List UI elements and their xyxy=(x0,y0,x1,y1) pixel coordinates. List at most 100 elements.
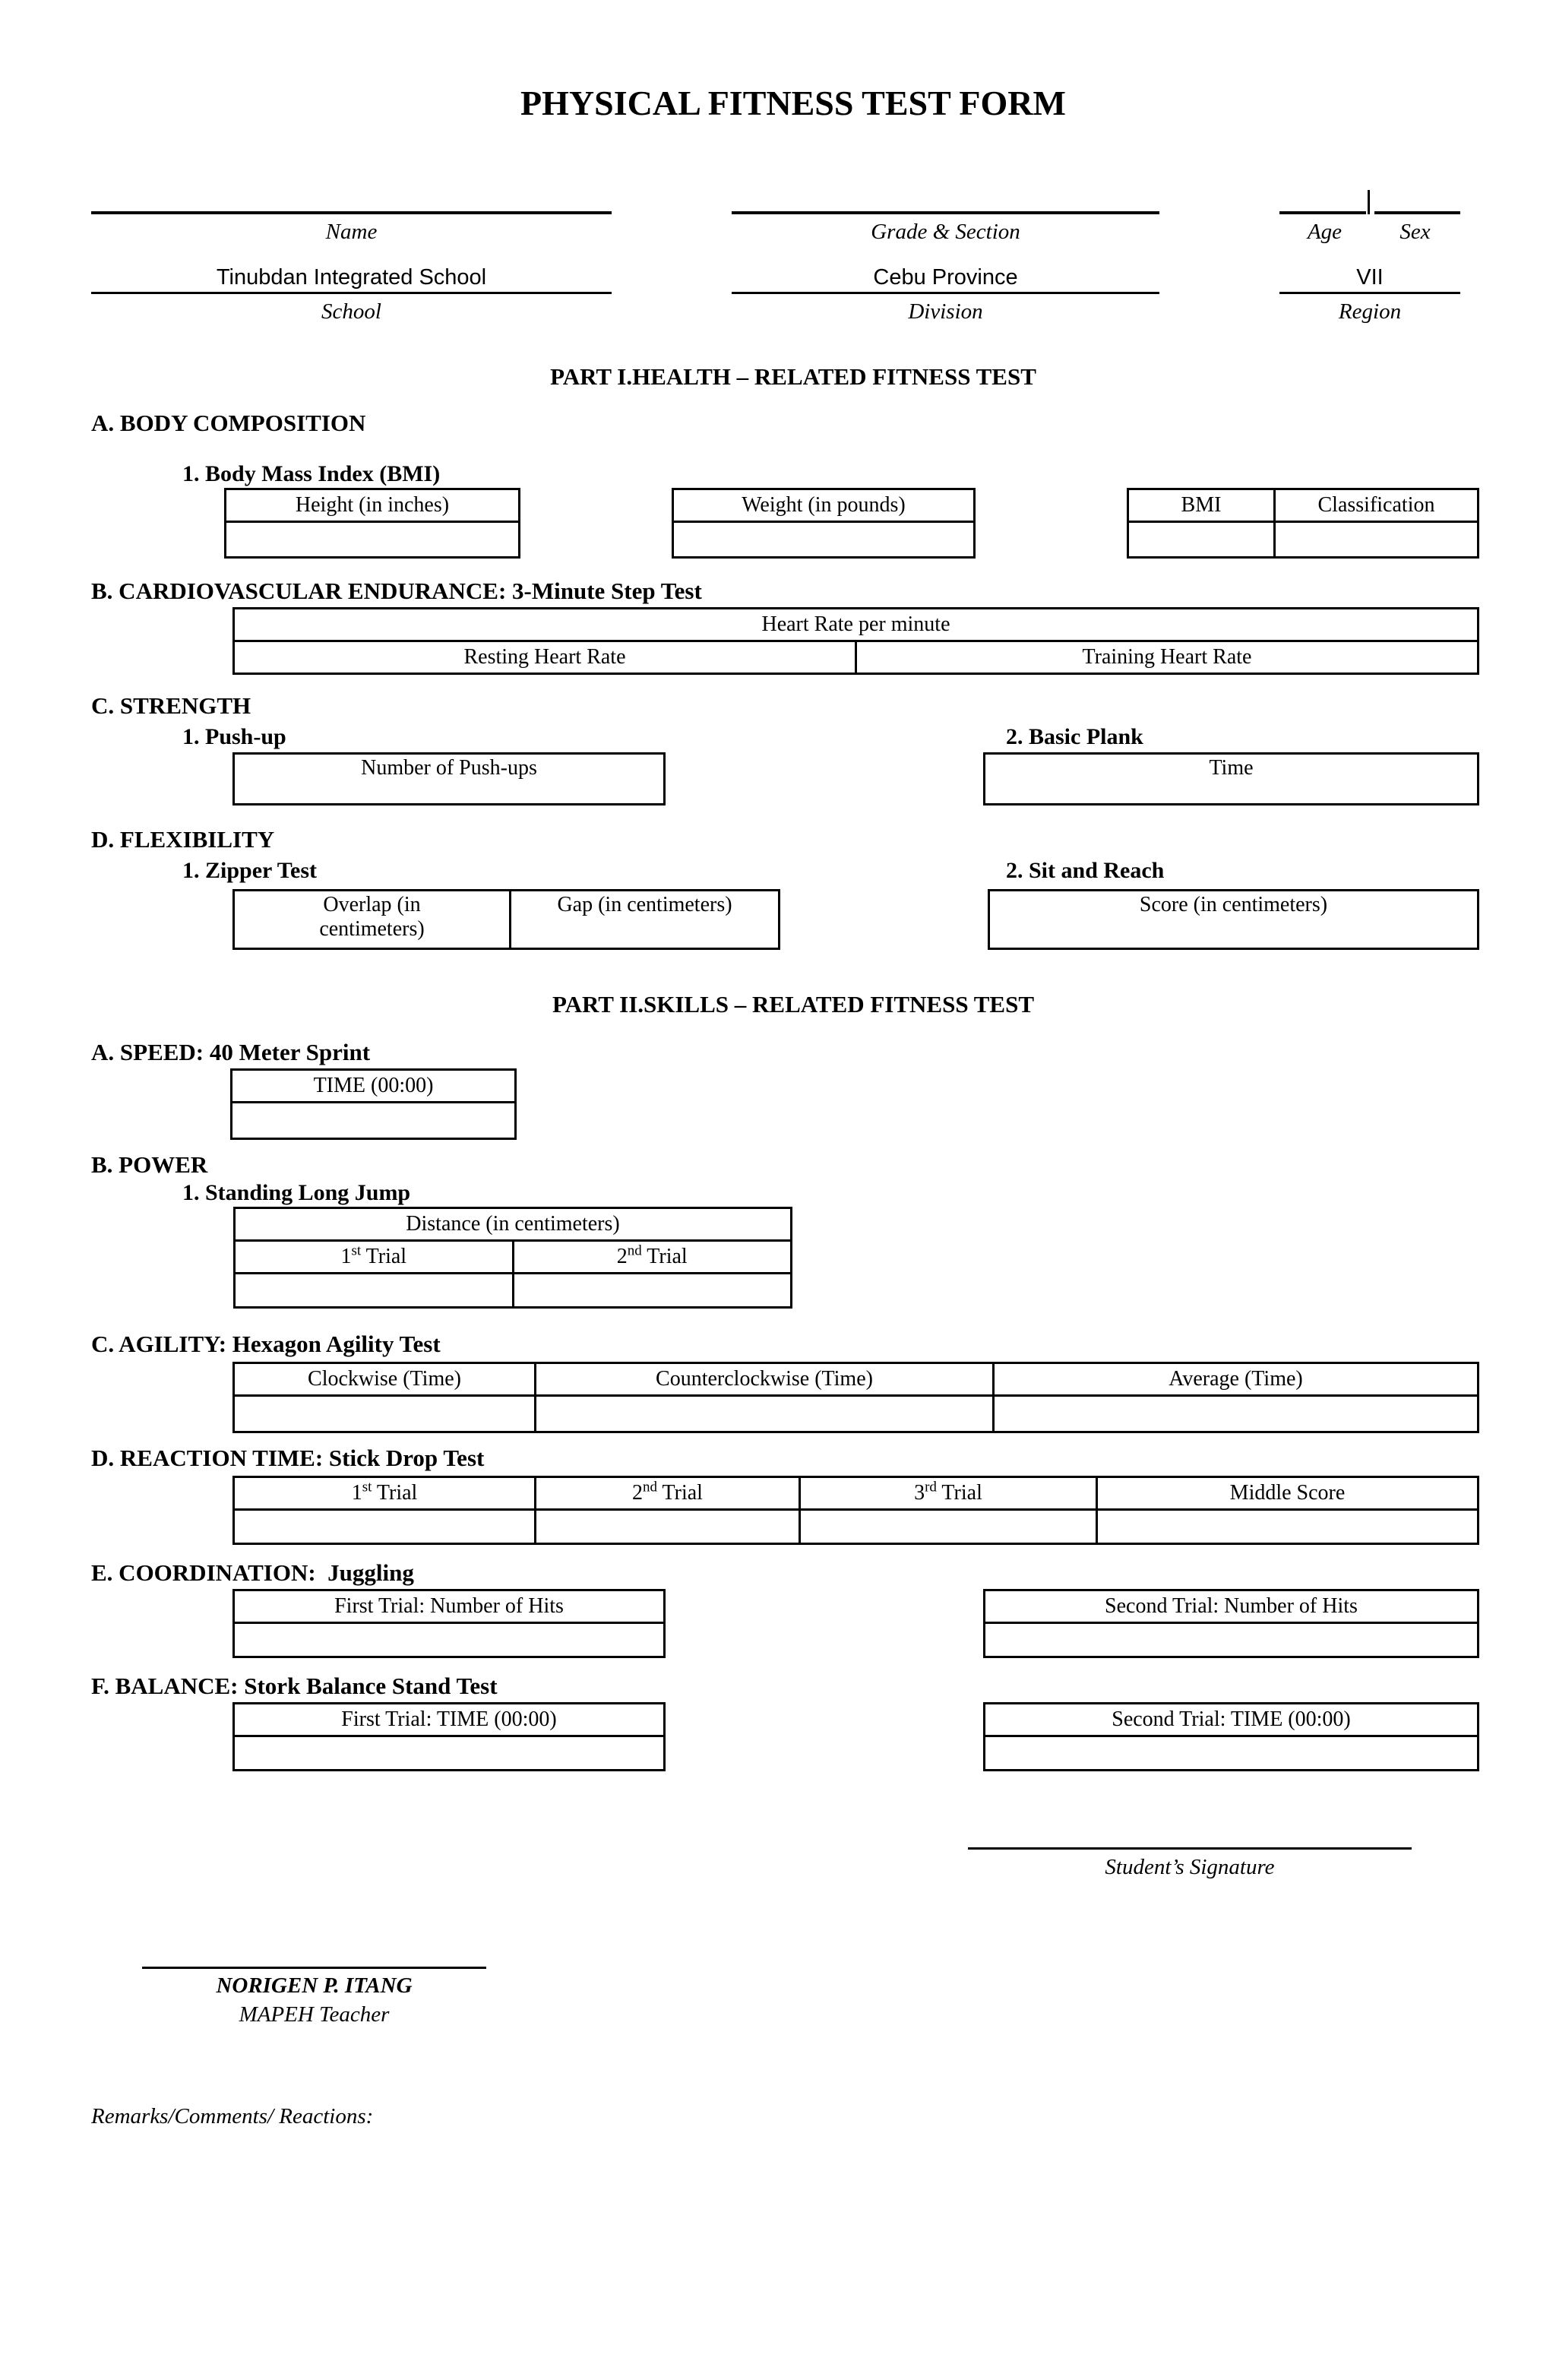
power-heading: B. POWER xyxy=(91,1151,208,1178)
jump-trial-1-value-cell[interactable] xyxy=(233,1272,514,1309)
bmi-value-cell[interactable] xyxy=(1127,521,1276,559)
region-value[interactable]: VII xyxy=(1279,264,1460,294)
school-value[interactable]: Tinubdan Integrated School xyxy=(91,264,612,294)
sprint-time-table: TIME (00:00) xyxy=(230,1068,517,1140)
juggling-second-value-cell[interactable] xyxy=(983,1622,1479,1658)
juggling-first-trial-table: First Trial: Number of Hits xyxy=(232,1589,666,1658)
part2-heading: PART II.SKILLS – RELATED FITNESS TEST xyxy=(552,991,1035,1018)
grade-section-input-line[interactable] xyxy=(732,211,1159,214)
sex-label: Sex xyxy=(1399,220,1431,244)
reaction-trial-2-value-cell[interactable] xyxy=(534,1508,801,1545)
classification-value-cell[interactable] xyxy=(1273,521,1479,559)
bmi-tables-row: Height (in inches) Weight (in pounds) BM… xyxy=(224,488,1479,559)
juggling-first-header-cell: First Trial: Number of Hits xyxy=(232,1589,666,1624)
jump-trial-2-value-cell[interactable] xyxy=(511,1272,792,1309)
sex-input-line[interactable] xyxy=(1374,211,1460,214)
bmi-classification-table: BMI Classification xyxy=(1127,488,1479,559)
hexagon-agility-table: Clockwise (Time) Counterclockwise (Time)… xyxy=(232,1362,1479,1433)
juggling-first-value-cell[interactable] xyxy=(232,1622,666,1658)
reaction-trial-3-header-cell: 3rd Trial xyxy=(799,1476,1098,1511)
reaction-trial-3-value-cell[interactable] xyxy=(799,1508,1098,1545)
stork-first-header-cell: First Trial: TIME (00:00) xyxy=(232,1702,666,1737)
flexibility-tables-row: Overlap (in centimeters) Gap (in centime… xyxy=(232,889,1479,950)
coordination-heading: E. COORDINATION: Juggling xyxy=(91,1559,414,1586)
grade-section-label: Grade & Section xyxy=(871,220,1020,244)
overlap-cell[interactable]: Overlap (in centimeters) xyxy=(232,889,511,950)
middle-score-value-cell[interactable] xyxy=(1096,1508,1479,1545)
school-row: Tinubdan Integrated School School Cebu P… xyxy=(91,264,1556,325)
jump-trial-2-header-cell: 2nd Trial xyxy=(511,1239,792,1274)
balance-tables-row: First Trial: TIME (00:00) Second Trial: … xyxy=(232,1702,1479,1771)
name-input-line[interactable] xyxy=(91,211,612,214)
coordination-tables-row: First Trial: Number of Hits Second Trial… xyxy=(232,1589,1479,1658)
division-label: Division xyxy=(908,299,983,324)
sitreach-subheading: 2. Sit and Reach xyxy=(1006,858,1165,883)
identity-row: Name Grade & Section Age Sex xyxy=(91,188,1556,245)
middle-score-header-cell: Middle Score xyxy=(1096,1476,1479,1511)
reaction-heading: D. REACTION TIME: Stick Drop Test xyxy=(91,1445,485,1471)
part1-heading: PART I.HEALTH – RELATED FITNESS TEST xyxy=(550,363,1036,390)
stork-second-header-cell: Second Trial: TIME (00:00) xyxy=(983,1702,1479,1737)
plank-table: Time xyxy=(983,752,1479,805)
teacher-name: NORIGEN P. ITANG xyxy=(216,1973,413,1998)
student-signature-line[interactable] xyxy=(968,1847,1412,1850)
gap-cell[interactable]: Gap (in centimeters) xyxy=(509,889,780,950)
heart-rate-title-cell: Heart Rate per minute xyxy=(232,607,1479,642)
average-header-cell: Average (Time) xyxy=(992,1362,1479,1397)
stork-second-value-cell[interactable] xyxy=(983,1735,1479,1771)
clockwise-header-cell: Clockwise (Time) xyxy=(232,1362,536,1397)
student-signature-block: Student’s Signature xyxy=(968,1847,1412,1882)
balance-heading: F. BALANCE: Stork Balance Stand Test xyxy=(91,1673,498,1699)
grade-section-field-group: Grade & Section xyxy=(732,211,1159,245)
plank-time-cell[interactable]: Time xyxy=(983,752,1479,805)
school-field-group: Tinubdan Integrated School School xyxy=(91,264,612,325)
clockwise-value-cell[interactable] xyxy=(232,1394,536,1433)
zipper-test-table: Overlap (in centimeters) Gap (in centime… xyxy=(232,889,780,950)
age-input-line[interactable] xyxy=(1279,211,1366,214)
strength-tables-row: Number of Push-ups Time xyxy=(232,752,1479,805)
pushup-header-cell[interactable]: Number of Push-ups xyxy=(232,752,666,805)
teacher-title: MAPEH Teacher xyxy=(239,2002,390,2027)
weight-table: Weight (in pounds) xyxy=(672,488,976,559)
height-table: Height (in inches) xyxy=(224,488,520,559)
age-sex-lines xyxy=(1279,188,1460,214)
body-composition-heading: A. BODY COMPOSITION xyxy=(91,410,366,436)
bmi-header-cell: BMI xyxy=(1127,488,1276,523)
training-heart-rate-cell: Training Heart Rate xyxy=(855,640,1479,675)
height-value-cell[interactable] xyxy=(224,521,520,559)
region-field-group: VII Region xyxy=(1279,264,1460,325)
stork-first-trial-table: First Trial: TIME (00:00) xyxy=(232,1702,666,1771)
form-title: PHYSICAL FITNESS TEST FORM xyxy=(520,84,1066,122)
teacher-signature-block: NORIGEN P. ITANG MAPEH Teacher xyxy=(142,1967,486,2029)
name-label: Name xyxy=(325,220,378,244)
jump-trial-1-header-cell: 1st Trial xyxy=(233,1239,514,1274)
stork-first-value-cell[interactable] xyxy=(232,1735,666,1771)
height-header-cell: Height (in inches) xyxy=(224,488,520,523)
sprint-time-value-cell[interactable] xyxy=(230,1101,517,1140)
remarks-label: Remarks/Comments/ Reactions: xyxy=(91,2104,374,2128)
average-value-cell[interactable] xyxy=(992,1394,1479,1433)
heart-rate-table: Heart Rate per minute Resting Heart Rate… xyxy=(232,607,1479,675)
reaction-trial-1-value-cell[interactable] xyxy=(232,1508,536,1545)
name-field-group: Name xyxy=(91,211,612,245)
flexibility-heading: D. FLEXIBILITY xyxy=(91,826,275,853)
stick-drop-table: 1st Trial 2nd Trial 3rd Trial Middle Sco… xyxy=(232,1476,1479,1545)
division-field-group: Cebu Province Division xyxy=(732,264,1159,325)
division-value[interactable]: Cebu Province xyxy=(732,264,1159,294)
teacher-signature-line xyxy=(142,1967,486,1969)
bmi-subheading: 1. Body Mass Index (BMI) xyxy=(182,461,441,486)
strength-heading: C. STRENGTH xyxy=(91,692,251,719)
sitreach-score-cell[interactable]: Score (in centimeters) xyxy=(988,889,1479,950)
weight-value-cell[interactable] xyxy=(672,521,976,559)
classification-header-cell: Classification xyxy=(1273,488,1479,523)
age-sex-divider xyxy=(1367,190,1370,214)
region-label: Region xyxy=(1338,299,1402,324)
counterclockwise-value-cell[interactable] xyxy=(534,1394,995,1433)
distance-header-cell: Distance (in centimeters) xyxy=(233,1207,792,1242)
flexibility-subheadings: 1. Zipper Test 2. Sit and Reach xyxy=(182,857,1556,885)
weight-header-cell: Weight (in pounds) xyxy=(672,488,976,523)
juggling-second-trial-table: Second Trial: Number of Hits xyxy=(983,1589,1479,1658)
cardio-heading: B. CARDIOVASCULAR ENDURANCE: 3-Minute St… xyxy=(91,578,702,604)
counterclockwise-header-cell: Counterclockwise (Time) xyxy=(534,1362,995,1397)
